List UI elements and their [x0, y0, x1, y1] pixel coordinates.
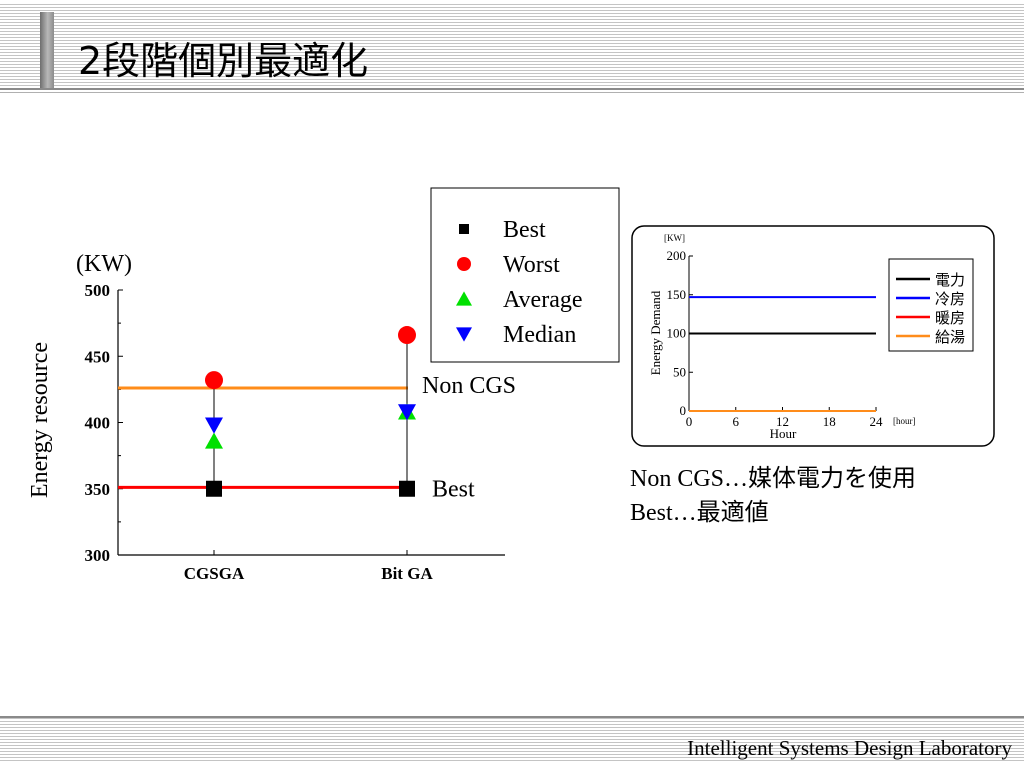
legend-label-median: Median — [503, 322, 576, 348]
inset-y-tick-label: 100 — [667, 326, 687, 341]
point-average-cgsga — [205, 432, 223, 449]
legend-label-average: Average — [503, 287, 583, 313]
point-median-bit-ga — [398, 404, 416, 421]
point-best-cgsga — [206, 480, 222, 497]
header-divider-thin — [0, 92, 1024, 93]
legend-label-best: Best — [503, 217, 546, 243]
slide-title: 2段階個別最適化 — [78, 39, 369, 83]
inset-y-tick-label: 200 — [667, 248, 687, 263]
y-axis-title: Energy resource — [27, 342, 53, 498]
legend-marker-median — [456, 327, 472, 342]
point-median-cgsga — [205, 417, 223, 434]
footer-background — [0, 718, 1024, 762]
ref-line-label-non-cgs: Non CGS — [422, 373, 516, 399]
inset-x-tick-label: 6 — [733, 414, 740, 429]
inset-x-axis-title: Hour — [770, 426, 797, 441]
legend-marker-best — [459, 224, 469, 234]
inset-legend-label-1: 電力 — [935, 271, 965, 289]
title-accent-bar — [40, 12, 54, 88]
inset-legend-box — [888, 258, 974, 352]
legend-label-worst: Worst — [503, 252, 560, 278]
inset-y-axis-title: Energy Demand — [648, 290, 663, 375]
y-tick-label: 400 — [85, 414, 111, 433]
inset-legend-label-2: 冷房 — [935, 290, 965, 308]
inset-y-axis-unit: [KW] — [664, 233, 685, 243]
y-axis-unit: (KW) — [76, 251, 132, 277]
inset-legend-label-3: 暖房 — [935, 309, 965, 327]
inset-legend-label-4: 給湯 — [935, 328, 965, 346]
note-non-cgs: Non CGS…媒体電力を使用 — [630, 466, 917, 492]
notes: Non CGS…媒体電力を使用 Best…最適値 — [630, 462, 916, 530]
x-tick-label-cgsga: CGSGA — [184, 564, 245, 583]
y-tick-label: 500 — [85, 281, 111, 300]
ref-line-label-best: Best — [432, 476, 475, 502]
inset-y-tick-label: 50 — [673, 364, 686, 379]
inset-y-tick-label: 0 — [680, 403, 687, 418]
point-worst-bit-ga — [398, 326, 416, 345]
inset-x-tick-label: 0 — [686, 414, 693, 429]
note-best: Best…最適値 — [630, 500, 769, 526]
footer-lab-name: Intelligent Systems Design Laboratory — [687, 736, 1012, 760]
point-best-bit-ga — [399, 480, 415, 497]
inset-x-tick-label: 18 — [823, 414, 836, 429]
y-tick-label: 300 — [85, 546, 111, 565]
y-tick-label: 350 — [85, 480, 111, 499]
header-background — [0, 4, 1024, 88]
header-divider — [0, 88, 1024, 90]
inset-x-tick-label: 24 — [870, 414, 884, 429]
x-tick-label-bit-ga: Bit GA — [381, 564, 433, 583]
inset-y-tick-label: 150 — [667, 287, 687, 302]
footer-divider — [0, 716, 1024, 718]
inset-x-axis-unit: [hour] — [893, 416, 916, 426]
y-tick-label: 450 — [85, 347, 111, 366]
legend-marker-worst — [457, 257, 471, 271]
point-worst-cgsga — [205, 371, 223, 390]
legend-marker-average — [456, 291, 472, 306]
inset-x-tick-label: 12 — [776, 414, 789, 429]
